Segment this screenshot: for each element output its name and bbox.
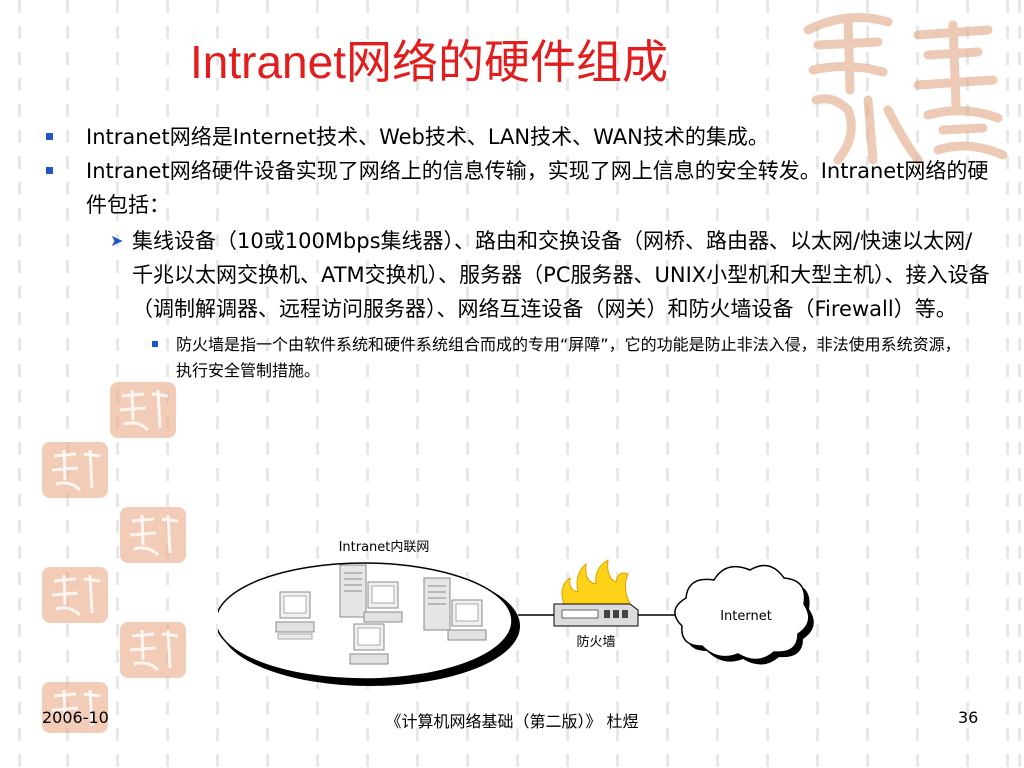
calligraphy-stamp (110, 382, 176, 438)
firewall-device-icon (553, 603, 639, 627)
bullet-item: Intranet网络是Internet技术、Web技术、LAN技术、WAN技术的… (42, 120, 992, 154)
calligraphy-stamp (42, 682, 108, 733)
sub-bullet-text: 集线设备（10或100Mbps集线器）、路由和交换设备（网桥、路由器、以太网/快… (132, 229, 990, 321)
bullet-text: Intranet网络硬件设备实现了网络上的信息传输，实现了网上信息的安全转发。I… (86, 159, 989, 217)
calligraphy-stamp (120, 622, 186, 678)
sub-sub-bullet-text: 防火墙是指一个由软件系统和硬件系统组合而成的专用“屏障”，它的功能是防止非法入侵… (176, 335, 961, 380)
computer-icon (447, 599, 487, 641)
intranet-label: Intranet内联网 (339, 539, 430, 555)
calligraphy-stamp (42, 442, 108, 498)
square-bullet-icon (152, 341, 158, 347)
firewall-flame-icon (561, 559, 631, 605)
network-diagram: Intranet内联网 (218, 539, 814, 686)
square-bullet-icon (46, 133, 53, 140)
internet-cloud-icon (674, 564, 810, 661)
footer-book-title: 《计算机网络基础（第二版）》 杜煜 (385, 712, 639, 731)
sub-bullet-item: ➤ 集线设备（10或100Mbps集线器）、路由和交换设备（网桥、路由器、以太网… (98, 224, 992, 326)
bullet-text: Intranet网络是Internet技术、Web技术、LAN技术、WAN技术的… (86, 125, 769, 149)
bullet-item: Intranet网络硬件设备实现了网络上的信息传输，实现了网上信息的安全转发。I… (42, 154, 992, 222)
calligraphy-stamp (42, 567, 108, 623)
calligraphy-stamp (120, 507, 186, 563)
computer-icon (275, 591, 315, 640)
computer-icon (363, 581, 403, 623)
sub-sub-bullet-item: 防火墙是指一个由软件系统和硬件系统组合而成的专用“屏障”，它的功能是防止非法入侵… (132, 332, 976, 384)
firewall-label: 防火墙 (576, 634, 615, 650)
footer-page-number: 36 (958, 708, 979, 727)
slide-title: Intranet网络的硬件组成 (190, 36, 668, 88)
internet-label: Internet (720, 609, 772, 624)
square-bullet-icon (46, 167, 53, 174)
arrow-bullet-icon: ➤ (110, 231, 124, 250)
computer-icon (349, 623, 389, 665)
server-tower-icon (339, 564, 367, 618)
slide-content: Intranet网络是Internet技术、Web技术、LAN技术、WAN技术的… (42, 120, 992, 384)
footer-date: 2006-10 (42, 708, 109, 727)
server-tower-icon (423, 577, 451, 631)
calligraphy-stamp-large (803, 13, 1008, 165)
